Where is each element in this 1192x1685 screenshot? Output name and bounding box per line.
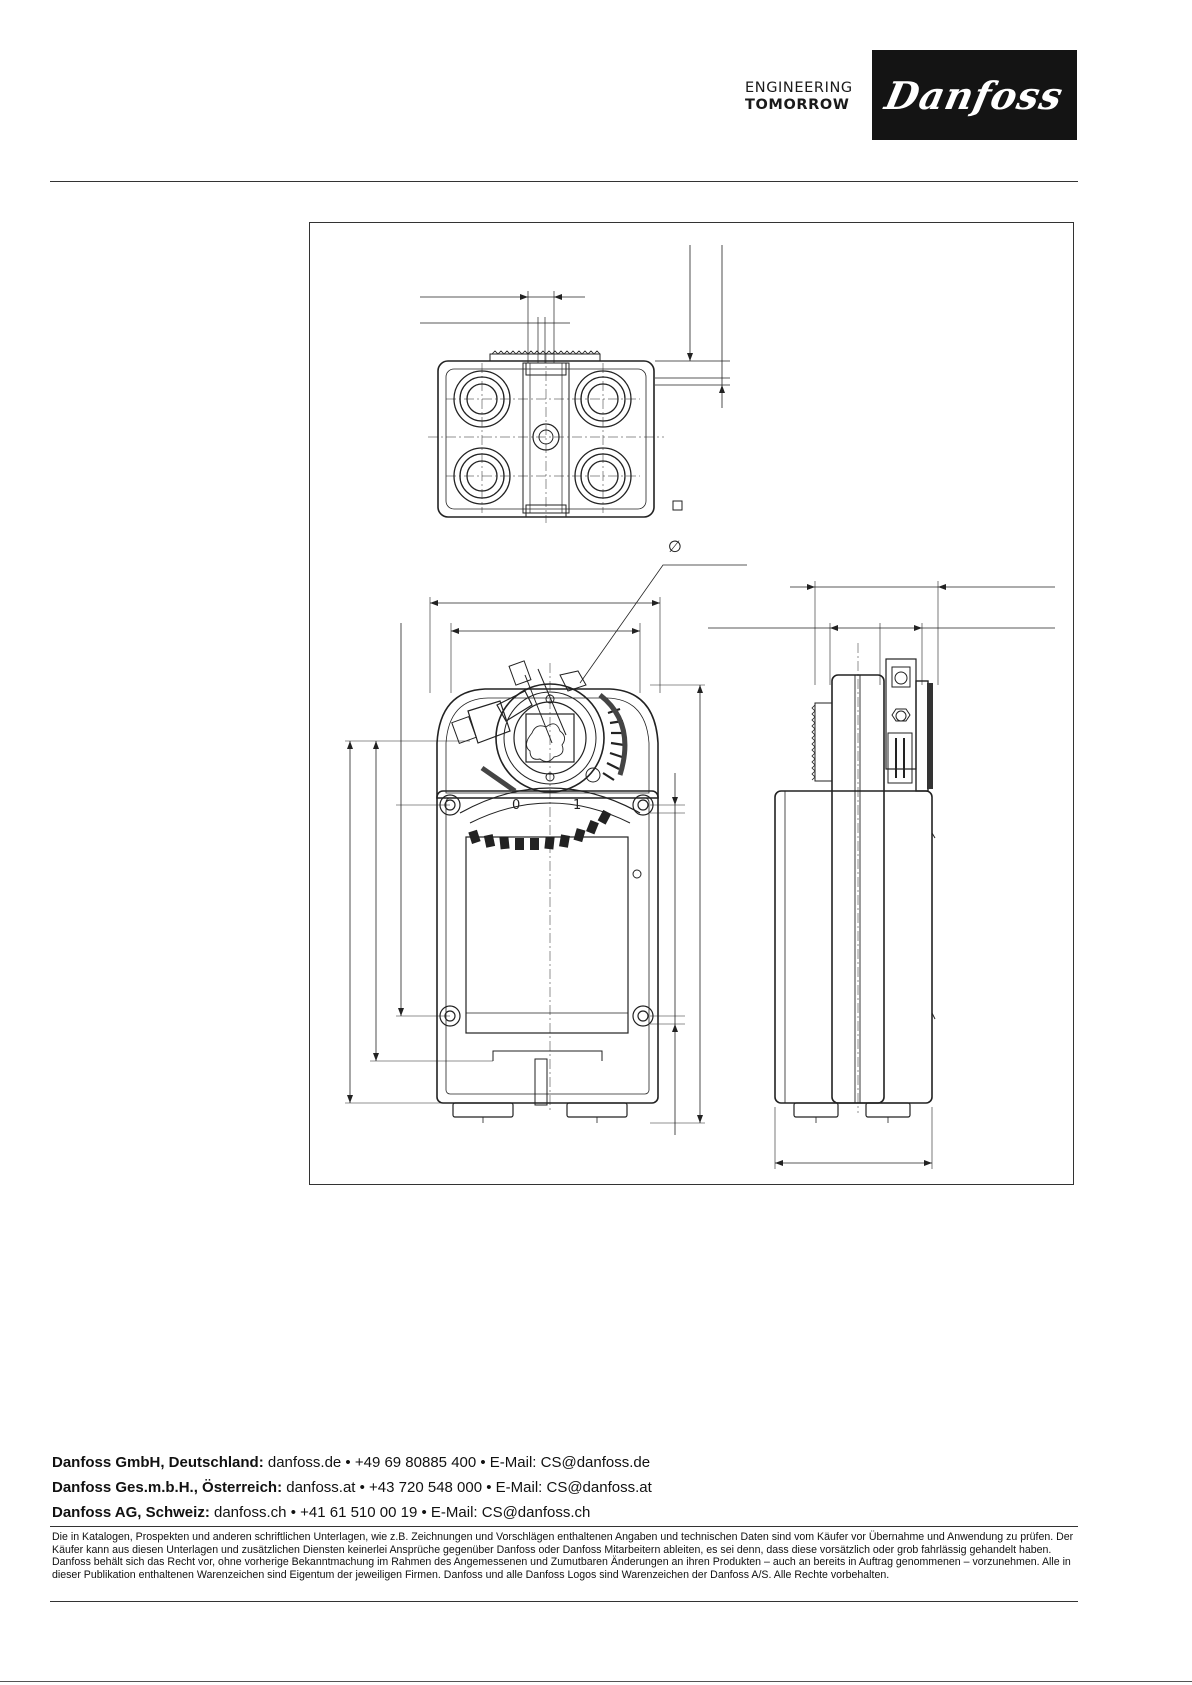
tagline-line1: ENGINEERING <box>745 80 853 96</box>
contact-details: danfoss.de • +49 69 80885 400 • E-Mail: … <box>263 1454 651 1471</box>
contact-row-de: Danfoss GmbH, Deutschland: danfoss.de • … <box>52 1450 1072 1475</box>
tagline: ENGINEERING TOMORROW <box>745 80 853 114</box>
contact-row-ch: Danfoss AG, Schweiz: danfoss.ch • +41 61… <box>52 1500 1072 1525</box>
danfoss-logo: Danfoss <box>872 50 1077 140</box>
contact-list: Danfoss GmbH, Deutschland: danfoss.de • … <box>52 1450 1072 1525</box>
contact-details: danfoss.at • +43 720 548 000 • E-Mail: C… <box>282 1479 652 1496</box>
diameter-symbol: ∅ <box>668 537 682 556</box>
disclaimer-divider-top <box>50 1526 1078 1527</box>
contact-details: danfoss.ch • +41 61 510 00 19 • E-Mail: … <box>209 1504 591 1521</box>
dimension-drawing: ∅ <box>309 222 1074 1185</box>
header-divider <box>50 181 1078 182</box>
contact-row-at: Danfoss Ges.m.b.H., Österreich: danfoss.… <box>52 1475 1072 1500</box>
contact-org: Danfoss AG, Schweiz: <box>52 1504 210 1521</box>
side-view <box>708 581 1055 1169</box>
top-view <box>420 245 730 523</box>
tagline-line2: TOMORROW <box>745 97 850 113</box>
scale-label-1: 1 <box>573 798 581 813</box>
page-bottom-divider <box>0 1681 1192 1682</box>
disclaimer-divider-bottom <box>50 1601 1078 1602</box>
contact-org: Danfoss Ges.m.b.H., Österreich: <box>52 1479 283 1496</box>
actuator-drawing-svg: ∅ <box>345 245 1055 1169</box>
front-view <box>345 564 747 1135</box>
contact-org: Danfoss GmbH, Deutschland: <box>52 1454 264 1471</box>
disclaimer-text: Die in Katalogen, Prospekten und anderen… <box>52 1531 1074 1581</box>
scale-label-0: 0 <box>512 798 520 813</box>
logo-text: Danfoss <box>881 72 1068 118</box>
